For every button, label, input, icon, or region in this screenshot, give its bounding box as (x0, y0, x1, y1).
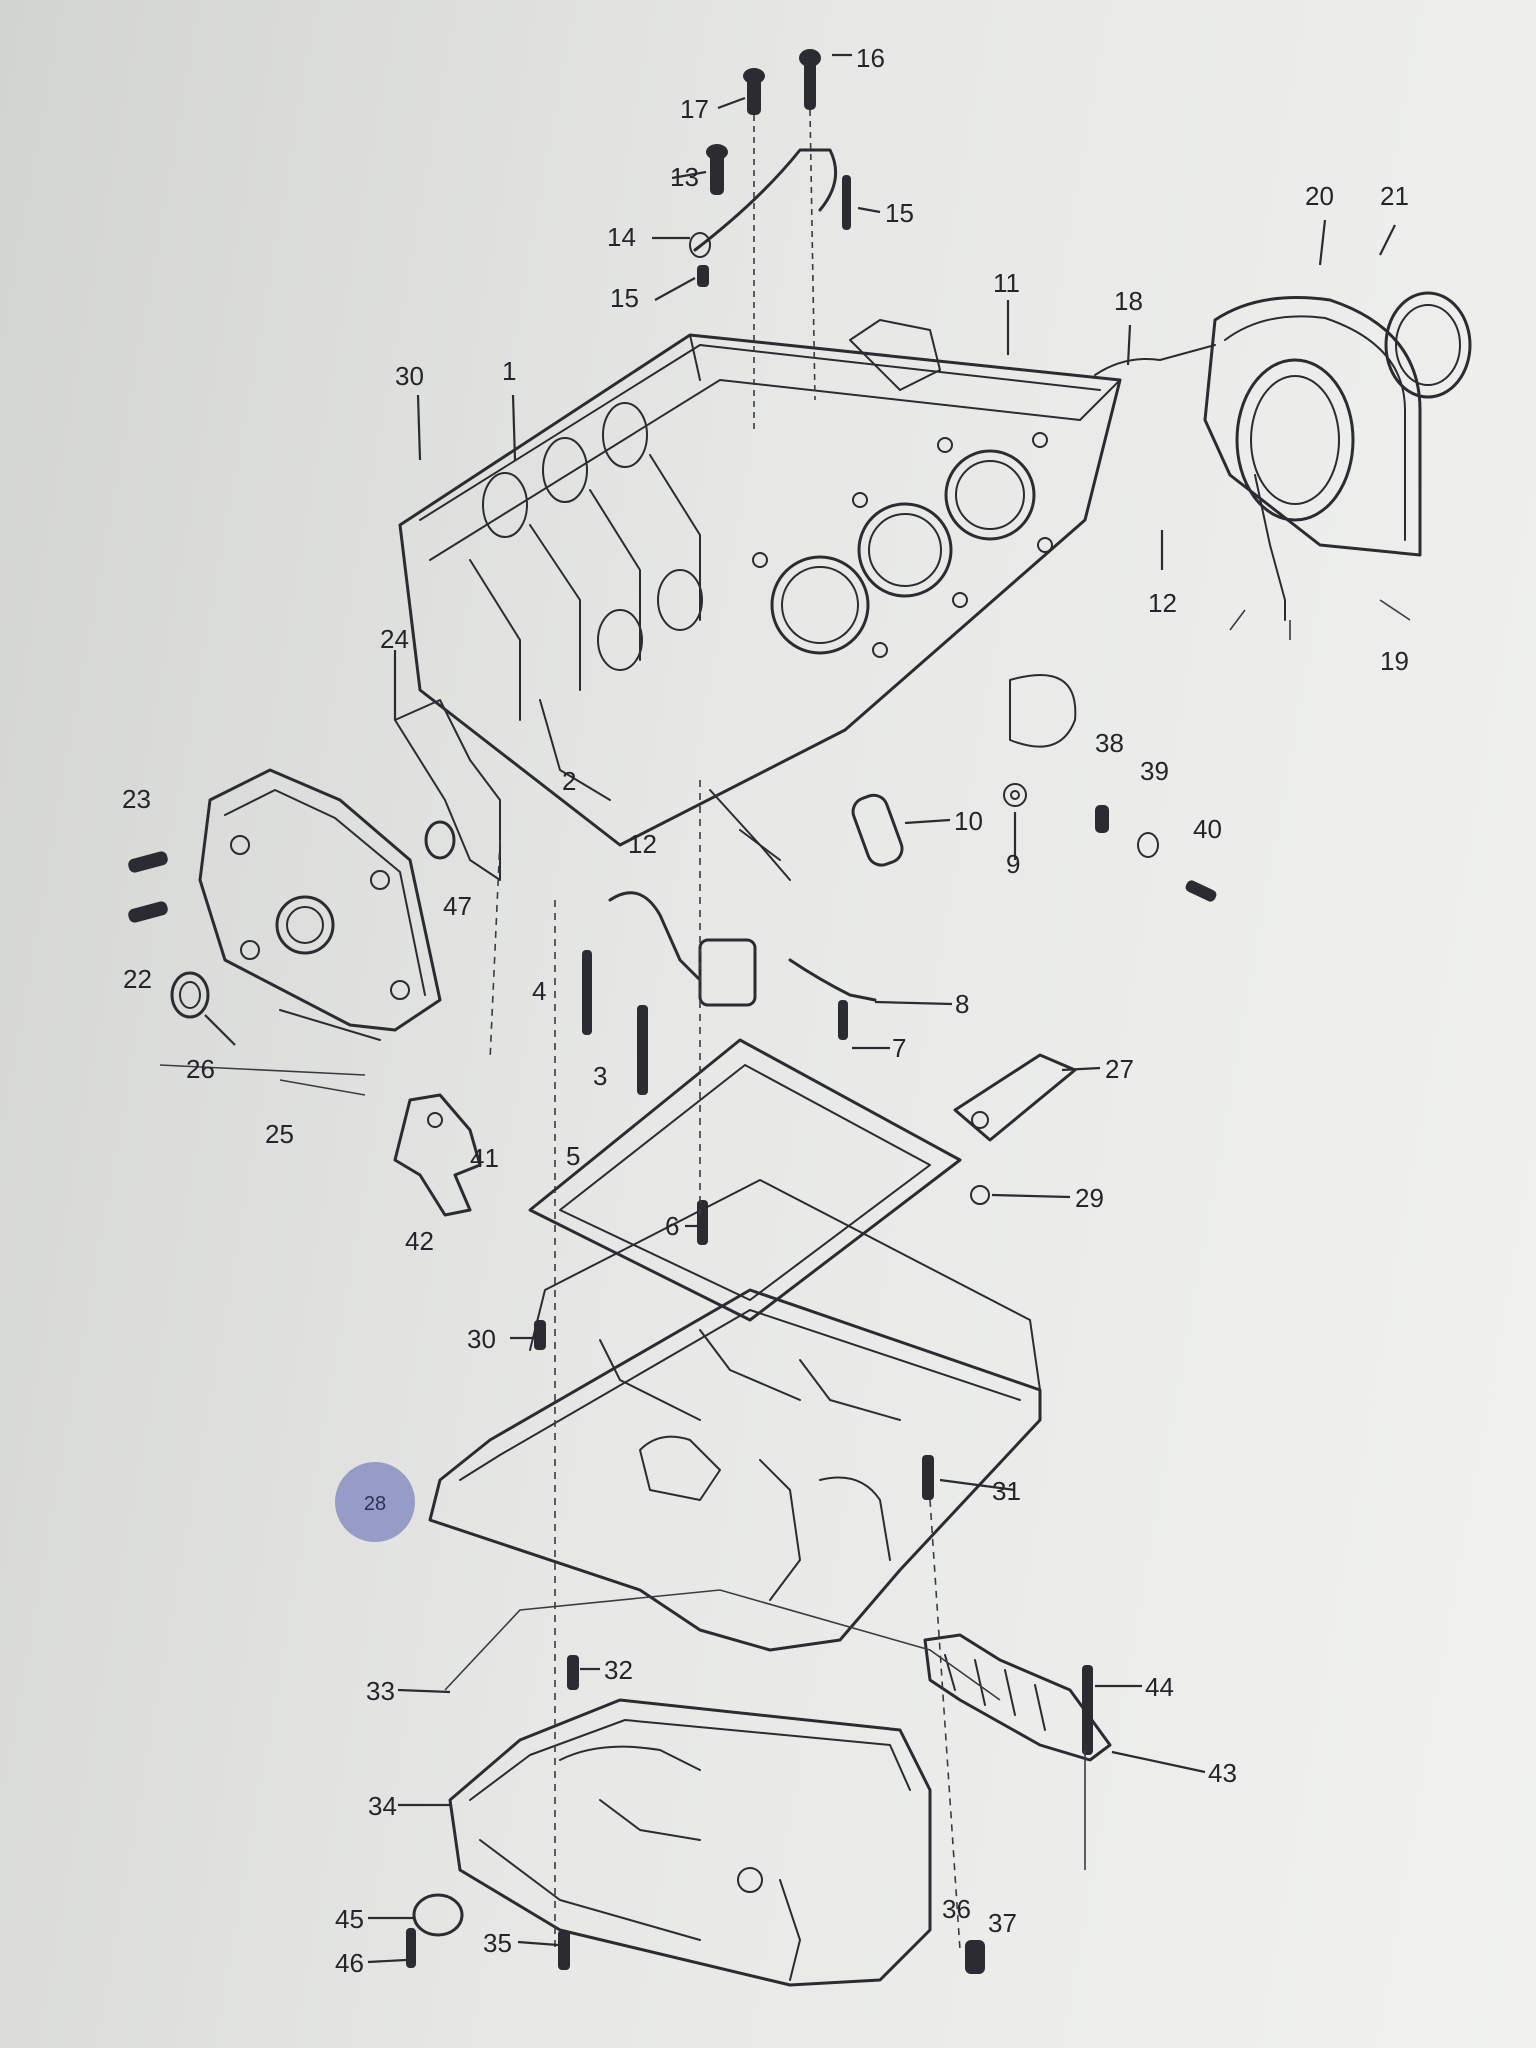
callout-label[interactable]: 40 (1193, 814, 1222, 844)
callout-label[interactable]: 32 (604, 1655, 633, 1685)
callout-label[interactable]: 1 (502, 356, 516, 386)
windage-tray (528, 1038, 1077, 1322)
rear-seal-flange (1094, 291, 1472, 621)
callout-label[interactable]: 37 (988, 1908, 1017, 1938)
callout-labels: 1 2 3 4 5 6 7 8 9 10 11 12 12 13 14 15 1… (122, 43, 1409, 1978)
selected-callout-marker[interactable]: 28 (335, 1462, 415, 1542)
callout-label[interactable]: 47 (443, 891, 472, 921)
lower-oil-pan (406, 1589, 1001, 1987)
callout-label[interactable]: 15 (885, 198, 914, 228)
bracket (393, 1093, 482, 1217)
callout-label[interactable]: 22 (123, 964, 152, 994)
callout-label[interactable]: 39 (1140, 756, 1169, 786)
callout-label[interactable]: 9 (1006, 849, 1020, 879)
callout-label[interactable]: 42 (405, 1226, 434, 1256)
callout-label[interactable]: 34 (368, 1791, 397, 1821)
callout-label[interactable]: 16 (856, 43, 885, 73)
callout-label[interactable]: 44 (1145, 1672, 1174, 1702)
callout-label[interactable]: 45 (335, 1904, 364, 1934)
callout-label[interactable]: 6 (665, 1211, 679, 1241)
callout-label[interactable]: 24 (380, 624, 409, 654)
callout-label[interactable]: 38 (1095, 728, 1124, 758)
callout-label[interactable]: 10 (954, 806, 983, 836)
callout-label[interactable]: 26 (186, 1054, 215, 1084)
callout-label[interactable]: 29 (1075, 1183, 1104, 1213)
callout-label[interactable]: 20 (1305, 181, 1334, 211)
oil-pump-parts (582, 783, 1217, 1095)
callout-label[interactable]: 12 (628, 829, 657, 859)
callout-label[interactable]: 14 (607, 222, 636, 252)
callout-label[interactable]: 19 (1380, 646, 1409, 676)
upper-oil-pan (428, 1179, 1042, 1652)
callout-label[interactable]: 4 (532, 976, 546, 1006)
callout-label[interactable]: 30 (395, 361, 424, 391)
callout-label[interactable]: 11 (993, 268, 1020, 298)
callout-label[interactable]: 2 (562, 766, 576, 796)
callout-label[interactable]: 23 (122, 784, 151, 814)
callout-label[interactable]: 27 (1105, 1054, 1134, 1084)
callout-label[interactable]: 41 (470, 1143, 499, 1173)
leader-lines (204, 53, 1396, 1964)
callout-label[interactable]: 30 (467, 1324, 496, 1354)
top-bolts (689, 49, 851, 430)
callout-label[interactable]: 31 (992, 1476, 1021, 1506)
callout-label[interactable]: 33 (366, 1676, 395, 1706)
callout-label[interactable]: 17 (680, 94, 709, 124)
callout-label[interactable]: 15 (610, 283, 639, 313)
oil-level-sensor (923, 1633, 1112, 1762)
callout-label[interactable]: 21 (1380, 181, 1409, 211)
engine-block (398, 319, 1122, 881)
callout-label[interactable]: 13 (670, 162, 699, 192)
callout-label[interactable]: 35 (483, 1928, 512, 1958)
callout-label[interactable]: 8 (955, 989, 969, 1019)
callout-label[interactable]: 46 (335, 1948, 364, 1978)
selected-callout-label: 28 (364, 1493, 386, 1515)
callout-label[interactable]: 36 (942, 1894, 971, 1924)
callout-label[interactable]: 12 (1148, 588, 1177, 618)
front-cover (128, 768, 456, 1041)
callout-label[interactable]: 25 (265, 1119, 294, 1149)
callout-label[interactable]: 5 (566, 1141, 580, 1171)
baffle-plate (394, 699, 501, 881)
callout-label[interactable]: 18 (1114, 286, 1143, 316)
assembly-lines (159, 599, 1411, 1951)
callout-label[interactable]: 7 (892, 1033, 906, 1063)
callout-label[interactable]: 43 (1208, 1758, 1237, 1788)
callout-label[interactable]: 3 (593, 1061, 607, 1091)
